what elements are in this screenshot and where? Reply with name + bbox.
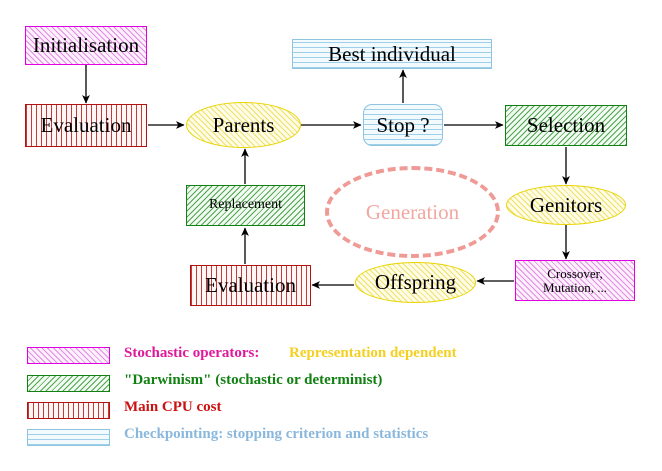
- generation-region: Generation: [325, 166, 500, 258]
- node-best-individual-label: Best individual: [328, 41, 456, 66]
- node-replacement[interactable]: Replacement: [186, 185, 305, 226]
- node-offspring-label: Offspring: [374, 270, 457, 295]
- legend-label-checkpointing: Checkpointing: stopping criterion and st…: [124, 426, 429, 442]
- node-selection-label: Selection: [526, 113, 606, 138]
- node-evaluation-top-label: Evaluation: [40, 113, 132, 138]
- node-evaluation-bottom-label: Evaluation: [205, 273, 296, 298]
- node-initialisation[interactable]: Initialisation: [25, 26, 147, 65]
- legend-swatch-darwinism-icon: [27, 375, 110, 392]
- legend-swatch-stochastic-icon: [27, 347, 110, 364]
- node-selection[interactable]: Selection: [505, 105, 627, 146]
- node-stop-label: Stop ?: [376, 112, 430, 137]
- node-evaluation-top[interactable]: Evaluation: [25, 104, 147, 147]
- node-offspring[interactable]: Offspring: [355, 262, 476, 303]
- node-evaluation-bottom[interactable]: Evaluation: [190, 265, 311, 306]
- node-crossover-label-line1: Crossover,: [547, 265, 603, 281]
- node-stop[interactable]: Stop ?: [363, 104, 443, 146]
- generation-label: Generation: [365, 199, 460, 224]
- node-parents[interactable]: Parents: [186, 102, 301, 148]
- node-best-individual[interactable]: Best individual: [292, 39, 492, 69]
- arrow-layer: [82, 65, 570, 289]
- legend-label-darwinism: "Darwinism" (stochastic or determinist): [124, 372, 383, 388]
- node-initialisation-label: Initialisation: [32, 33, 140, 58]
- legend-label-cpu-cost: Main CPU cost: [124, 399, 222, 415]
- legend-swatch-cpu-icon: [27, 402, 110, 419]
- node-genitors[interactable]: Genitors: [506, 185, 626, 225]
- legend-label-representation-dependent: Representation dependent: [289, 345, 457, 361]
- node-crossover-mutation[interactable]: Crossover, Mutation, ...: [515, 260, 635, 301]
- node-crossover-label-line2: Mutation, ...: [543, 279, 607, 295]
- legend-label-stochastic: Stochastic operators:: [124, 345, 260, 361]
- legend-swatch-checkpointing-icon: [27, 429, 110, 446]
- node-replacement-label: Replacement: [208, 197, 283, 213]
- node-parents-label: Parents: [212, 112, 275, 137]
- node-genitors-label: Genitors: [529, 192, 603, 217]
- legend: Stochastic operators: Representation dep…: [0, 336, 662, 471]
